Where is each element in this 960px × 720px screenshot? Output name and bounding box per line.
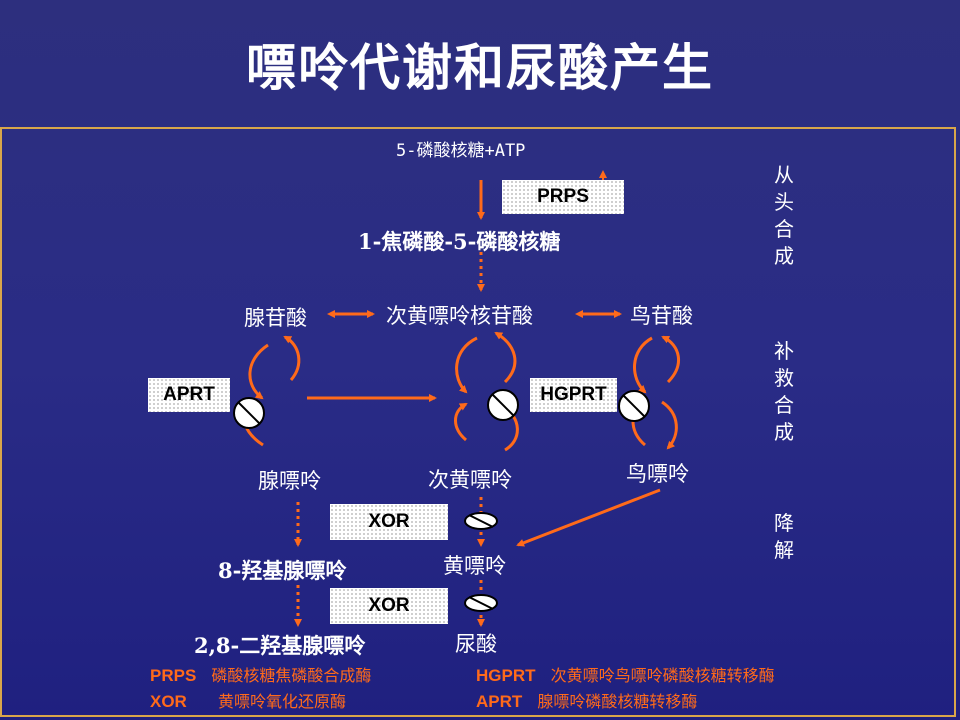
legend-item-aprt: APRT 腺嘌呤磷酸核糖转移酶 bbox=[476, 688, 697, 712]
legend-item-xor: XOR 黄嘌呤氧化还原酶 bbox=[150, 688, 346, 712]
legend-abbr: PRPS bbox=[150, 666, 197, 685]
arrow-gua-down-r bbox=[661, 400, 678, 450]
arrow-amp-up bbox=[283, 335, 301, 381]
inhibition-symbol-aprt bbox=[233, 397, 265, 429]
legend-abbr: APRT bbox=[476, 692, 523, 711]
legend-item-hgprt: HGPRT 次黄嘌呤鸟嘌呤磷酸核糖转移酶 bbox=[476, 662, 775, 686]
node-xanthine: 黄嘌呤 bbox=[443, 554, 506, 578]
inhibition-symbol-hgprt-gmp bbox=[618, 390, 650, 422]
node-amp: 腺苷酸 bbox=[244, 306, 307, 330]
node-gmp: 鸟苷酸 bbox=[630, 304, 693, 328]
arrow-guanine-xanthine bbox=[516, 488, 661, 547]
enzyme-prps: PRPS bbox=[502, 180, 624, 214]
node-prpp: 1-焦磷酸-5-磷酸核糖 bbox=[358, 229, 561, 254]
legend-full: 次黄嘌呤鸟嘌呤磷酸核糖转移酶 bbox=[550, 666, 775, 685]
side-label-degradation: 降解 bbox=[774, 511, 794, 562]
arrow-hyp-up-l bbox=[454, 402, 468, 442]
node-8oh-adenine: 8-羟基腺嘌呤 bbox=[218, 558, 347, 583]
node-uric-acid: 尿酸 bbox=[455, 632, 497, 656]
node-ribose: 5-磷酸核糖+ATP bbox=[396, 141, 526, 161]
arrow-imp-up-r bbox=[494, 331, 517, 384]
inhibition-symbol-hgprt-imp bbox=[487, 389, 519, 421]
legend-abbr: HGPRT bbox=[476, 666, 536, 685]
enzyme-xor-2: XOR bbox=[330, 588, 448, 624]
enzyme-xor-1: XOR bbox=[330, 504, 448, 540]
legend-full: 腺嘌呤磷酸核糖转移酶 bbox=[537, 692, 698, 711]
page-title: 嘌呤代谢和尿酸产生 bbox=[246, 39, 714, 97]
enzyme-aprt: APRT bbox=[148, 378, 230, 412]
enzyme-hgprt: HGPRT bbox=[530, 378, 617, 412]
side-label-salvage: 补救合成 bbox=[774, 339, 794, 444]
node-imp: 次黄嘌呤核苷酸 bbox=[386, 304, 533, 328]
legend-item-prps: PRPS 磷酸核糖焦磷酸合成酶 bbox=[150, 662, 371, 686]
arrow-imp-down-l bbox=[455, 336, 478, 394]
side-label-denovo: 从头合成 bbox=[774, 163, 794, 268]
legend-full: 磷酸核糖焦磷酸合成酶 bbox=[211, 666, 372, 685]
inhibition-symbol-xor2 bbox=[464, 594, 498, 612]
inhibition-symbol-xor1 bbox=[464, 512, 498, 530]
arrow-amp-down bbox=[248, 343, 269, 400]
legend-abbr: XOR bbox=[150, 692, 187, 711]
arrow-gmp-down-l bbox=[633, 336, 653, 394]
arrow-gmp-up-r bbox=[661, 335, 680, 384]
legend-full: 黄嘌呤氧化还原酶 bbox=[217, 692, 346, 711]
node-hypoxanthine: 次黄嘌呤 bbox=[428, 468, 512, 492]
diagram-panel bbox=[0, 127, 956, 717]
node-guanine: 鸟嘌呤 bbox=[626, 462, 689, 486]
node-adenine: 腺嘌呤 bbox=[258, 469, 321, 493]
node-28dioh-adenine: 2,8-二羟基腺嘌呤 bbox=[194, 633, 366, 658]
